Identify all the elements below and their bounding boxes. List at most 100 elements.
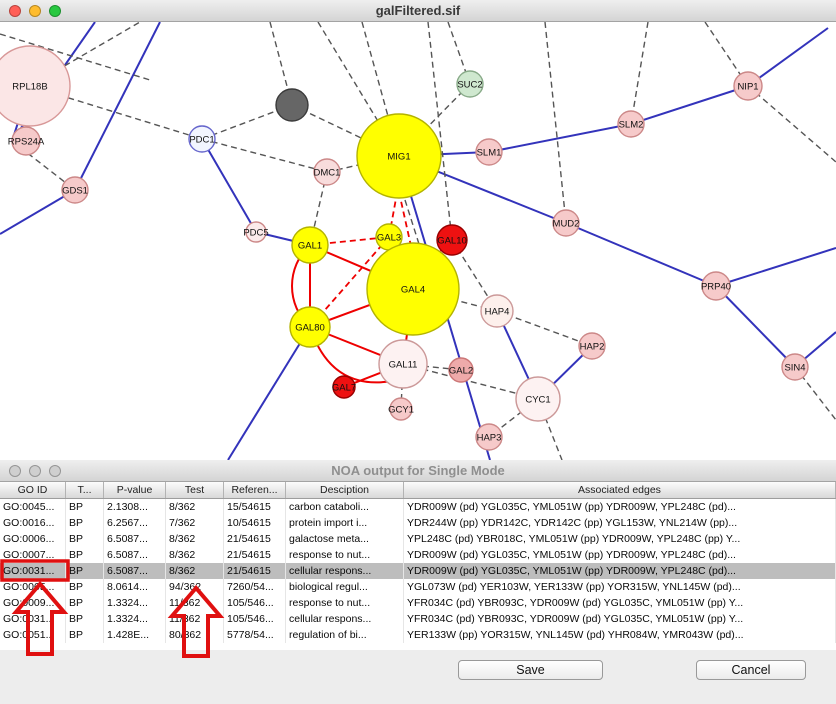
cell: 1.3324... <box>104 595 166 611</box>
network-edge[interactable] <box>74 21 161 191</box>
network-edge[interactable] <box>747 27 829 87</box>
network-edge[interactable] <box>0 189 76 235</box>
cell: BP <box>66 547 104 563</box>
cell: YPL248C (pd) YBR018C, YML051W (pp) YDR00… <box>404 531 836 547</box>
node-slm1[interactable]: SLM1 <box>475 138 503 166</box>
node-gal2[interactable]: GAL2 <box>448 357 474 383</box>
column-header-t[interactable]: T... <box>66 482 104 498</box>
cell: YER133W (pp) YOR315W, YNL145W (pd) YHR08… <box>404 627 836 643</box>
cell: YGL073W (pd) YER103W, YER133W (pp) YOR31… <box>404 579 836 595</box>
node-hap3[interactable]: HAP3 <box>475 423 503 451</box>
network-edge[interactable] <box>201 138 328 173</box>
cell: BP <box>66 515 104 531</box>
column-header-p-value[interactable]: P-value <box>104 482 166 498</box>
network-edge[interactable] <box>427 21 453 241</box>
node-hap2[interactable]: HAP2 <box>578 332 606 360</box>
cancel-button[interactable]: Cancel <box>696 660 806 680</box>
node-cyc1[interactable]: CYC1 <box>515 376 561 422</box>
column-header-go-id[interactable]: GO ID <box>0 482 66 498</box>
node-label: CYC1 <box>525 395 550 406</box>
zoom-button[interactable] <box>49 5 61 17</box>
node-label: GAL1 <box>298 241 322 252</box>
network-edge[interactable] <box>0 33 151 81</box>
network-edge[interactable] <box>544 21 567 224</box>
node-label: MIG1 <box>387 152 410 163</box>
node-gcy1[interactable]: GCY1 <box>388 397 414 421</box>
network-edge[interactable] <box>201 138 257 233</box>
node-label: DMC1 <box>314 168 341 179</box>
column-header-associated-edges[interactable]: Associated edges <box>404 482 836 498</box>
node-slm2[interactable]: SLM2 <box>617 110 645 138</box>
network-edge[interactable] <box>201 104 293 140</box>
cell: cellular respons... <box>286 563 404 579</box>
node-unlabeled[interactable] <box>275 88 309 122</box>
node-gal3[interactable]: GAL3 <box>375 223 403 251</box>
node-nip1[interactable]: NIP1 <box>733 71 763 101</box>
node-label: NIP1 <box>737 82 758 93</box>
cell: GO:0009... <box>0 595 66 611</box>
minimize-button[interactable] <box>29 5 41 17</box>
network-edge[interactable] <box>715 247 836 287</box>
network-window-titlebar[interactable]: galFiltered.sif <box>0 0 836 22</box>
network-edge[interactable] <box>565 222 717 287</box>
node-gal10[interactable]: GAL10 <box>436 224 468 256</box>
node-gds1[interactable]: GDS1 <box>61 176 89 204</box>
node-pdc1[interactable]: PDC1 <box>188 125 216 153</box>
column-header-test[interactable]: Test <box>166 482 224 498</box>
node-mig1[interactable]: MIG1 <box>356 113 442 199</box>
close-button[interactable] <box>9 465 21 477</box>
node-hap4[interactable]: HAP4 <box>480 294 514 328</box>
node-pdc5[interactable]: PDC5 <box>243 221 269 243</box>
node-dmc1[interactable]: DMC1 <box>313 158 341 186</box>
cell: BP <box>66 595 104 611</box>
column-header-referen[interactable]: Referen... <box>224 482 286 498</box>
node-label: PDC5 <box>243 228 268 239</box>
network-edge[interactable] <box>227 326 311 461</box>
noa-window-titlebar[interactable]: NOA output for Single Mode <box>0 460 836 482</box>
save-button[interactable]: Save <box>458 660 603 680</box>
cell: GO:0031... <box>0 611 66 627</box>
network-edge[interactable] <box>747 85 836 163</box>
node-gal11[interactable]: GAL11 <box>378 339 428 389</box>
cell: 8/362 <box>166 531 224 547</box>
node-gal80[interactable]: GAL80 <box>289 306 331 348</box>
node-label: GAL7 <box>332 383 356 394</box>
node-gal1[interactable]: GAL1 <box>291 226 329 264</box>
cell: 7/362 <box>166 515 224 531</box>
cell: 7260/54... <box>224 579 286 595</box>
node-label: SLM1 <box>477 148 502 159</box>
node-rps24a[interactable]: RPS24A <box>8 126 45 156</box>
network-edge[interactable] <box>630 21 649 125</box>
zoom-button[interactable] <box>49 465 61 477</box>
node-rpl18b[interactable]: RPL18B <box>0 45 71 127</box>
network-edge[interactable] <box>630 85 749 125</box>
close-button[interactable] <box>9 5 21 17</box>
node-mud2[interactable]: MUD2 <box>552 209 580 237</box>
node-label: GAL4 <box>401 285 425 296</box>
minimize-button[interactable] <box>29 465 41 477</box>
node-gal4[interactable]: GAL4 <box>366 242 460 336</box>
node-prp40[interactable]: PRP40 <box>701 271 731 301</box>
node-gal7[interactable]: GAL7 <box>332 375 356 399</box>
network-edge[interactable] <box>496 310 593 347</box>
node-suc2[interactable]: SUC2 <box>456 70 484 98</box>
node-label: GDS1 <box>62 186 88 197</box>
node-sin4[interactable]: SIN4 <box>781 353 809 381</box>
column-header-desciption[interactable]: Desciption <box>286 482 404 498</box>
network-edge[interactable] <box>715 285 796 368</box>
cell: GO:0065... <box>0 579 66 595</box>
network-edge[interactable] <box>488 123 632 153</box>
network-edge[interactable] <box>404 199 420 245</box>
